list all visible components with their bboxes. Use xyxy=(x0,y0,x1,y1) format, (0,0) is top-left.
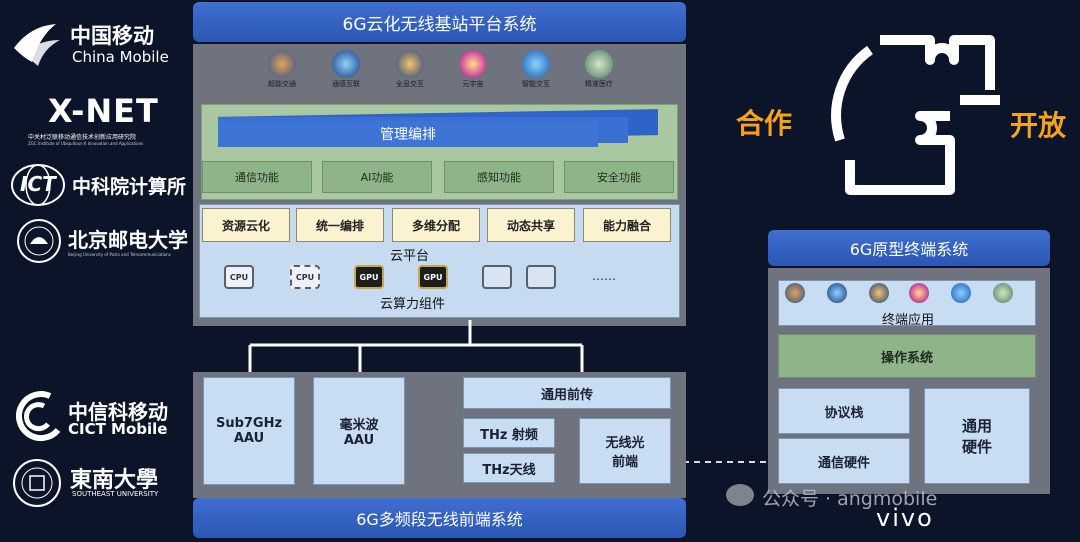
cict-en: CICT Mobile xyxy=(68,420,168,438)
ict-cn: 中科院计算所 xyxy=(72,176,187,198)
cap-dynamic-sharing: 动态共享 xyxy=(487,208,575,242)
cap-multidim-allocation: 多维分配 xyxy=(392,208,480,242)
frontend-system-panel: Sub7GHz AAU 毫米波 AAU 通用前传 THz 射频 THz天线 无线… xyxy=(193,372,686,498)
cloud-platform-area: 资源云化 统一编排 多维分配 动态共享 能力融合 云平台 CPU CPU GPU… xyxy=(199,204,680,318)
function-ai: AI功能 xyxy=(322,161,432,193)
china-mobile-en: China Mobile xyxy=(72,48,169,66)
medical-app-icon xyxy=(585,50,613,78)
terminal-app-icon xyxy=(909,283,929,303)
function-security: 安全功能 xyxy=(564,161,674,193)
cpu-chip-icon: CPU xyxy=(224,265,254,289)
cict-logo-icon xyxy=(16,391,61,442)
traffic-app-icon xyxy=(268,50,296,78)
chip-ellipsis: …… xyxy=(592,269,616,283)
cap-unified-orchestration: 统一编排 xyxy=(296,208,384,242)
cooperation-puzzle-icon xyxy=(831,35,1000,195)
slogan-cooperation: 合作 xyxy=(736,107,793,140)
gpu-chip-icon: GPU xyxy=(418,265,448,289)
xnet-en: ZGC Institute of Ubiquitous-X Innovation… xyxy=(28,141,144,146)
seu-en: SOUTHEAST UNIVERSITY xyxy=(72,490,159,498)
function-communication: 通信功能 xyxy=(202,161,312,193)
bupt-seal-icon xyxy=(17,219,61,263)
xnet-cn: 中关村泛联移动通信技术创新应用研究院 xyxy=(28,134,137,141)
terminal-system-panel: 终端应用 操作系统 协议栈 通信硬件 通用 硬件 xyxy=(768,268,1050,494)
protocol-stack: 协议栈 xyxy=(778,388,910,434)
terminal-apps-area: 终端应用 xyxy=(778,280,1036,328)
app-icons-row: 超能交通 通感互联 全息交互 元宇宙 智能交互 精准医疗 xyxy=(193,50,686,102)
processor-chip-icon xyxy=(526,265,556,289)
cap-resource-cloud: 资源云化 xyxy=(202,208,290,242)
bupt-en: Beijing University of Posts and Telecomm… xyxy=(68,252,171,257)
management-area: 管理编排 通信功能 AI功能 感知功能 安全功能 xyxy=(201,104,678,200)
function-sensing: 感知功能 xyxy=(444,161,554,193)
slogan-openness: 开放 xyxy=(1010,109,1067,142)
china-mobile-logo-icon xyxy=(14,24,60,66)
processor-chip-icon xyxy=(482,265,512,289)
app-traffic: 超能交通 xyxy=(268,50,307,89)
seu-cn: 東南大學 xyxy=(70,467,159,493)
thz-antenna: THz天线 xyxy=(463,453,555,483)
app-sensing: 通感互联 xyxy=(332,50,371,89)
bupt-cn: 北京邮电大学 xyxy=(68,228,188,252)
terminal-app-icon xyxy=(869,283,889,303)
logo-column: 中国移动 China Mobile X-NET 中关村泛联移动通信技术创新应用研… xyxy=(0,0,190,542)
app-metaverse: 元宇宙 xyxy=(459,50,498,89)
optical-fronthaul: 无线光 前端 xyxy=(579,418,671,484)
general-hardware: 通用 硬件 xyxy=(924,388,1030,484)
metaverse-app-icon xyxy=(459,50,487,78)
terminal-app-icon xyxy=(827,283,847,303)
app-smart-interaction: 智能交互 xyxy=(522,50,561,89)
common-fronthaul: 通用前传 xyxy=(463,377,671,409)
smart-interaction-app-icon xyxy=(522,50,550,78)
operating-system: 操作系统 xyxy=(778,334,1036,378)
cloud-platform-label: 云平台 xyxy=(390,249,430,264)
cpu-chip-icon: CPU xyxy=(290,265,320,289)
terminal-system-title: 6G原型终端系统 xyxy=(768,230,1050,266)
management-bar: 管理编排 xyxy=(218,121,598,147)
wechat-icon xyxy=(726,484,754,506)
cict-cn: 中信科移动 xyxy=(68,400,168,424)
terminal-app-icon xyxy=(993,283,1013,303)
terminal-app-icon xyxy=(951,283,971,303)
terminal-app-icon xyxy=(785,283,805,303)
watermark: 公众号 · angmobile xyxy=(762,488,938,510)
app-holographic: 全息交互 xyxy=(396,50,435,89)
main-system-panel: 超能交通 通感互联 全息交互 元宇宙 智能交互 精准医疗 管理编排 通信功能 A… xyxy=(193,44,686,326)
main-system-title: 6G云化无线基站平台系统 xyxy=(193,2,686,42)
seu-seal-icon xyxy=(13,459,61,507)
sensing-app-icon xyxy=(332,50,360,78)
gpu-chip-icon: GPU xyxy=(354,265,384,289)
sub7ghz-aau: Sub7GHz AAU xyxy=(203,377,295,485)
ict-globe-icon xyxy=(11,164,65,206)
ict-text: ICT xyxy=(20,172,56,196)
xnet-logo: X-NET xyxy=(48,92,159,130)
holographic-app-icon xyxy=(396,50,424,78)
mmwave-aau: 毫米波 AAU xyxy=(313,377,405,485)
comm-hardware: 通信硬件 xyxy=(778,438,910,484)
cap-capability-fusion: 能力融合 xyxy=(583,208,671,242)
app-medical: 精准医疗 xyxy=(585,50,624,89)
china-mobile-cn: 中国移动 xyxy=(70,24,154,48)
compute-components-label: 云算力组件 xyxy=(380,297,446,312)
thz-rf: THz 射频 xyxy=(463,418,555,448)
terminal-apps-label: 终端应用 xyxy=(881,313,934,328)
vivo-logo: vivo xyxy=(876,504,934,532)
frontend-system-title: 6G多频段无线前端系统 xyxy=(193,498,686,538)
